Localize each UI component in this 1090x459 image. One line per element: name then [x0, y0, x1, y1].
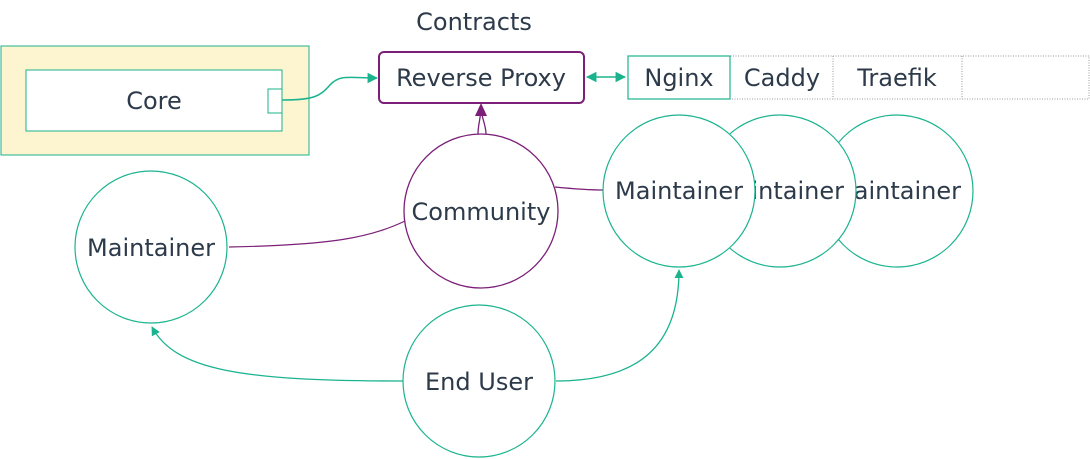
reverse-proxy-box[interactable] — [378, 51, 585, 104]
impl-cell-nginx[interactable] — [627, 55, 731, 100]
enduser-to-maintainer-stack-edge — [555, 269, 684, 382]
community-label: Community — [412, 198, 551, 226]
maintainer-left-label: Maintainer — [87, 234, 215, 262]
maintainer-label-1: Maintainer — [615, 177, 743, 205]
arrow-head — [475, 103, 487, 116]
end-user-label: End User — [425, 368, 533, 396]
core-label: Core — [126, 87, 182, 115]
enduser-to-maintainer-edge — [151, 326, 404, 382]
core-port — [267, 88, 283, 114]
community-to-maintainer-stack-edge — [554, 186, 605, 191]
impl-label: Caddy — [744, 64, 820, 92]
reverse-proxy-label: Reverse Proxy — [396, 64, 566, 92]
impl-label: Nginx — [644, 64, 713, 92]
core-to-proxy-edge — [281, 72, 379, 101]
maintainer-node-1[interactable] — [602, 114, 756, 268]
maintainer-left-node[interactable] — [74, 170, 228, 324]
community-node[interactable] — [403, 133, 559, 289]
contracts-title: Contracts — [416, 8, 532, 36]
community-to-maintainer-edge — [228, 220, 406, 248]
core-box[interactable] — [25, 69, 283, 132]
impl-label: Traefik — [856, 64, 937, 92]
